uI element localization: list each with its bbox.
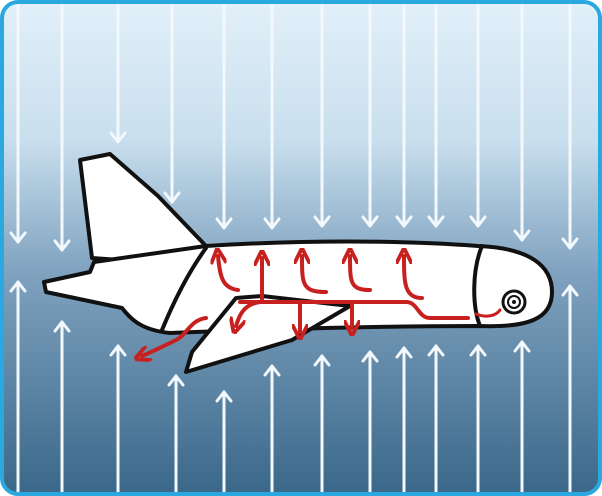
up-arrow-3: [109, 344, 127, 494]
down-arrow-4: [163, 2, 181, 204]
up-arrow-12: [513, 340, 531, 494]
down-arrow-1: [9, 2, 27, 244]
tail-join-line: [160, 246, 208, 332]
down-arrow-11: [469, 2, 487, 228]
down-arrow-5: [215, 2, 233, 230]
up-arrow-1: [9, 280, 27, 494]
engine-connector: [474, 308, 502, 318]
airflow-branch-5: [404, 256, 424, 300]
outflow-valve-arrow: [142, 316, 208, 356]
airflow-branch-1: [218, 256, 240, 292]
up-arrow-9: [395, 346, 413, 494]
down-arrow-8: [361, 2, 379, 228]
engine-intake-icon: [501, 289, 527, 315]
engine-to-cabin-duct: [238, 300, 470, 320]
down-arrow-3: [109, 2, 127, 144]
airplane: [42, 152, 554, 374]
airflow-branch-3: [302, 256, 328, 294]
up-arrow-5: [215, 390, 233, 494]
down-arrow-2: [53, 2, 71, 252]
up-arrow-8: [361, 350, 379, 494]
airflow-wing-duct: [236, 300, 262, 326]
up-arrow-10: [427, 344, 445, 494]
down-arrow-9: [395, 2, 413, 228]
up-arrow-4: [167, 374, 185, 494]
external-pressure-up-arrows: [9, 280, 579, 494]
up-arrow-11: [469, 344, 487, 494]
down-arrow-10: [427, 2, 445, 228]
internal-airflow: [142, 256, 502, 356]
up-arrow-7: [313, 354, 331, 494]
down-arrow-7: [313, 2, 331, 228]
nose-cone-line: [472, 244, 484, 328]
down-arrow-13: [561, 2, 579, 250]
down-arrow-12: [513, 2, 531, 242]
up-arrow-6: [263, 364, 281, 494]
down-arrow-6: [263, 2, 281, 230]
up-arrow-2: [53, 320, 71, 494]
external-pressure-down-arrows: [9, 2, 579, 252]
up-arrow-13: [561, 284, 579, 494]
airflow-branch-4: [350, 256, 372, 292]
